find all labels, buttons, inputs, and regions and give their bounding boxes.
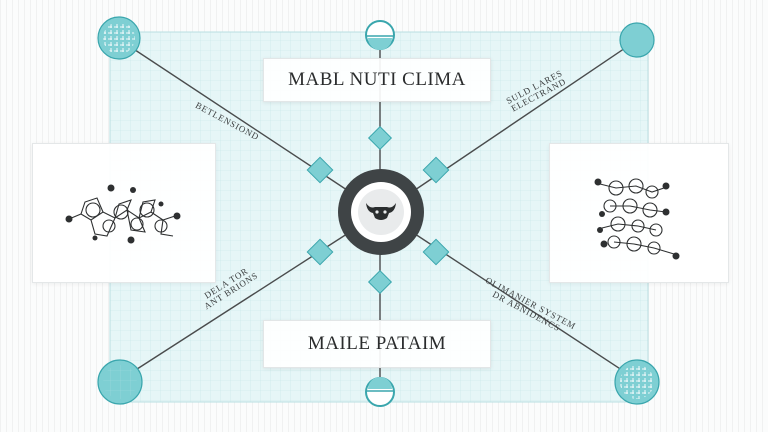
connector-diamonds xyxy=(306,125,450,295)
node-bottom-center[interactable] xyxy=(365,377,395,407)
molecule-illustration-right xyxy=(594,178,680,260)
bull-head-icon xyxy=(366,203,396,220)
diamond-marker xyxy=(367,125,393,151)
node-bottom-right[interactable] xyxy=(614,359,660,405)
diamond-marker xyxy=(367,269,393,295)
diamond-marker xyxy=(306,238,334,266)
central-hub[interactable] xyxy=(338,169,424,255)
top-title-box: MABL NUTI CLIMA xyxy=(263,58,491,102)
node-bottom-left[interactable] xyxy=(97,359,143,405)
bottom-title-box: MAILE PATAIM xyxy=(263,320,491,368)
node-top-left[interactable] xyxy=(97,16,141,60)
diamond-marker xyxy=(422,238,450,266)
diamond-marker xyxy=(306,156,334,184)
node-top-center[interactable] xyxy=(365,20,395,50)
molecule-panel-right xyxy=(549,143,729,283)
diamond-marker xyxy=(422,156,450,184)
molecule-illustration-left xyxy=(65,184,181,244)
node-top-right[interactable] xyxy=(619,22,655,58)
molecule-panel-left xyxy=(32,143,216,283)
